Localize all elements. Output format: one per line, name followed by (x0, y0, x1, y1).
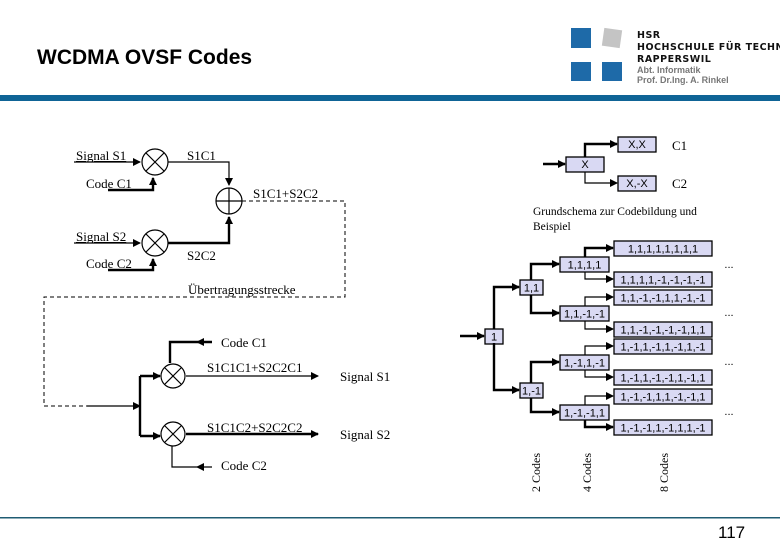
tree-node-8 (613, 369, 713, 386)
tree-connector (584, 272, 614, 283)
signal-s1-output: Signal S1 (340, 369, 390, 384)
tree-node-8 (613, 419, 713, 436)
schema-lower: X,-X (626, 178, 648, 190)
tree-node-8 (613, 388, 713, 405)
multiplier-icon (141, 148, 169, 176)
tree-connector (492, 343, 520, 394)
logo-square-icon (601, 27, 623, 49)
signal-s2-label: Signal S2 (76, 229, 126, 244)
tree-node-8-label: 1,-1,-1,1,1,-1,-1,1 (621, 392, 706, 404)
tree-node-8 (613, 289, 713, 306)
logo-line: Abt. Informatik (637, 65, 701, 75)
tree-node-8-label: 1,1,-1,-1,-1,-1,1,1 (621, 325, 706, 337)
logo-line: RAPPERSWIL (637, 54, 711, 65)
signal-s1-label: Signal S1 (76, 148, 126, 163)
tree-connector (529, 295, 560, 317)
tree-connector (492, 283, 520, 329)
schema-caption: Beispiel (533, 221, 571, 233)
schema-caption: Grundschema zur Codebildung und (533, 206, 697, 218)
hsr-logo: HSR HOCHSCHULE FÜR TECHNIK RAPPERSWIL Ab… (571, 27, 780, 85)
multiplier-icon (141, 229, 169, 257)
tree-connector (583, 244, 614, 257)
code-c1-label: Code C1 (86, 176, 132, 191)
transmitter-diagram: Signal S1 Code C1 S1C1 S1C1+S2C2 Signal … (43, 148, 346, 407)
logo-line: Prof. Dr.Ing. A. Rinkel (637, 75, 729, 85)
multiplier-icon (160, 363, 186, 389)
code-c2-label: Code C2 (221, 458, 267, 473)
tree-node-4-label: 1,-1,-1,1 (564, 408, 605, 420)
label-8-codes: 8 Codes (657, 453, 671, 492)
code-schema: X X,X X,-X C1 C2 Grundschema zur Codebil… (533, 136, 697, 233)
ovsf-code-tree: 1 1,1 1,-1 1,1,1,1 1,1,-1,-1 1,-1,1,-1 1,-1,-1… (460, 240, 734, 436)
tree-node-root-label: 1 (491, 332, 497, 344)
tree-connector (584, 293, 614, 306)
tree-connector (529, 260, 560, 280)
code-c1-label: Code C1 (221, 335, 267, 350)
ellipsis: ... (724, 356, 733, 368)
schema-c1: C1 (672, 138, 687, 153)
tree-connector (529, 358, 560, 383)
tree-node-8-label: 1,1,1,1,1,1,1,1 (628, 244, 698, 256)
output-2-label: S1C1C2+S2C2C2 (207, 420, 302, 435)
tree-connector (584, 392, 614, 405)
ellipsis: ... (724, 259, 733, 271)
tree-node-4-label: 1,-1,1,-1 (564, 358, 605, 370)
logo-line: HOCHSCHULE FÜR TECHNIK (637, 42, 780, 53)
logo-square-icon (571, 62, 591, 81)
tree-node-4-label: 1,1,-1,-1 (564, 309, 605, 321)
tree-node-2-label: 1,1 (524, 283, 539, 295)
schema-c2: C2 (672, 176, 687, 191)
schema-upper: X,X (628, 139, 646, 151)
label-2-codes: 2 Codes (529, 453, 543, 492)
s1c1-label: S1C1 (187, 148, 216, 163)
tree-node-8-label: 1,1,1,1,-1,-1,-1,-1 (621, 275, 706, 287)
multiplier-icon (160, 421, 186, 447)
tree-node-8 (613, 338, 713, 355)
ellipsis: ... (724, 406, 733, 418)
label-4-codes: 4 Codes (580, 453, 594, 492)
tree-node-2-label: 1,-1 (522, 386, 541, 398)
logo-line: HSR (637, 30, 661, 41)
tree-connector (583, 420, 614, 431)
tree-node-4-label: 1,1,1,1 (568, 260, 602, 272)
tree-node-8-label: 1,-1,1,-1,-1,1,-1,1 (621, 373, 706, 385)
logo-square-icon (571, 28, 591, 48)
schema-input: X (581, 159, 589, 171)
output-1-label: S1C1C1+S2C2C1 (207, 360, 302, 375)
code-c2-label: Code C2 (86, 256, 132, 271)
tree-connector (584, 342, 614, 355)
footer-line (0, 517, 780, 519)
tree-node-8 (613, 271, 713, 288)
tree-connector (584, 321, 614, 333)
channel-label: Übertragungsstrecke (188, 282, 296, 297)
ellipsis: ... (724, 307, 733, 319)
signal-s2-output: Signal S2 (340, 427, 390, 442)
adder-icon (215, 187, 243, 215)
s2c2-label: S2C2 (187, 248, 216, 263)
page-number: 117 (718, 523, 745, 540)
tree-connector (584, 370, 614, 381)
receiver-diagram: Code C1 S1C1C1+S2C2C1 Signal S1 S1C1C2+S… (87, 335, 390, 473)
tree-node-8-label: 1,1,-1,-1,1,1,-1,-1 (621, 293, 706, 305)
tree-node-8-label: 1,-1,1,-1,1,-1,1,-1 (621, 342, 706, 354)
tree-node-8 (613, 240, 713, 257)
header-bar (0, 95, 780, 101)
sum-label: S1C1+S2C2 (253, 186, 318, 201)
logo-square-icon (602, 62, 622, 81)
tree-node-8-label: 1,-1,-1,1,-1,1,1,-1 (621, 423, 706, 435)
page-title: WCDMA OVSF Codes (37, 46, 252, 69)
tree-connector (529, 398, 560, 416)
tree-node-8 (613, 321, 713, 338)
